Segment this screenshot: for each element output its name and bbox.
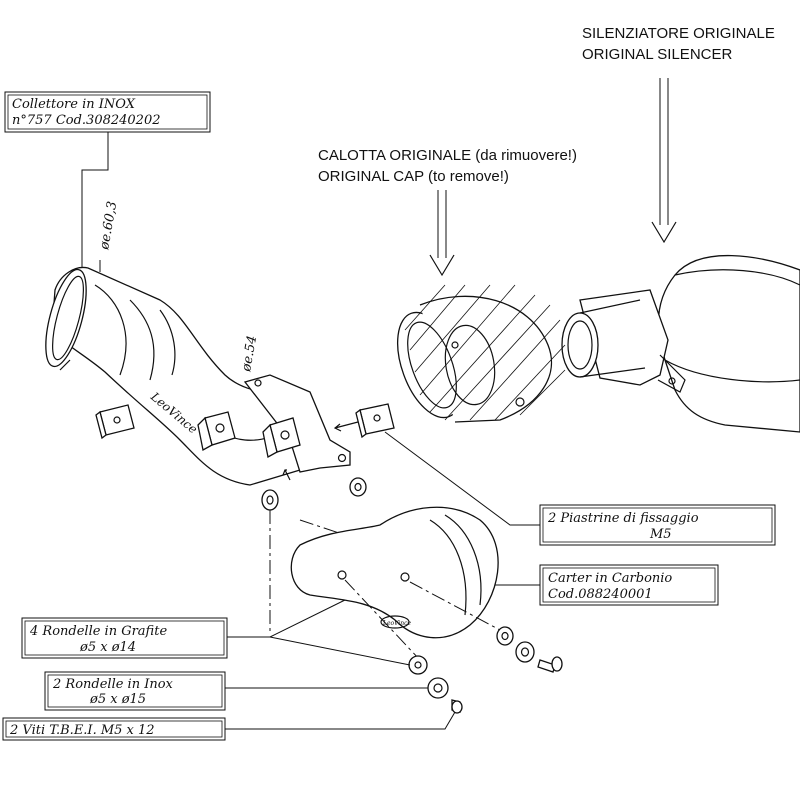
collector-leader (81, 132, 109, 268)
cap-hatching (404, 284, 566, 421)
washer-bottom-graphite (408, 655, 428, 675)
carter-brand-logo: LeoVince (382, 620, 412, 627)
carbon-carter: LeoVince (290, 506, 499, 639)
graphite-label-box: 4 Rondelle in Grafite ø5 x ø14 (21, 617, 228, 659)
silencer-label-en: ORIGINAL SILENCER (582, 46, 732, 63)
washer-carter-graphite-right (496, 626, 514, 646)
carter-label-line1: Carter in Carbonio (548, 571, 672, 586)
washer-pipe-left (261, 489, 279, 511)
cap-label-en: ORIGINAL CAP (to remove!) (318, 168, 509, 185)
carter-label-line2: Cod.088240001 (548, 587, 653, 602)
screws-leader (225, 711, 456, 730)
collector-label-box: Collettore in INOX n°757 Cod.308240202 (4, 91, 211, 133)
screws-label-box: 2 Viti T.B.E.I. M5 x 12 (2, 717, 226, 741)
plates-label-box: 2 Piastrine di fissaggio M5 (539, 504, 776, 546)
screw-bottom (451, 699, 463, 714)
screw-right (537, 656, 563, 673)
washer-carter-inox-right (515, 641, 535, 663)
plate-right (355, 403, 395, 439)
inox-label-line2: ø5 x ø15 (89, 692, 146, 707)
plate-left (95, 404, 135, 440)
diameter-54-label: øe.54 (239, 334, 260, 373)
washer-pipe-right (349, 477, 367, 497)
graphite-label-line2: ø5 x ø14 (79, 640, 136, 655)
graphite-leader (227, 599, 411, 666)
original-silencer (561, 254, 800, 433)
cap-label-it: CALOTTA ORIGINALE (da rimuovere!) (318, 147, 577, 164)
diameter-60-label: øe.60,3 (97, 200, 120, 251)
silencer-label-it: SILENZIATORE ORIGINALE (582, 25, 775, 42)
collector-label-line2: n°757 Cod.308240202 (12, 113, 160, 128)
screws-label: 2 Viti T.B.E.I. M5 x 12 (9, 723, 155, 738)
plates-leader (384, 431, 540, 526)
original-cap (397, 284, 566, 423)
cap-arrow (429, 190, 455, 277)
plates-label-line1: 2 Piastrine di fissaggio (547, 511, 699, 526)
plates-label-line2: M5 (649, 527, 672, 542)
carter-label-box: Carter in Carbonio Cod.088240001 (539, 564, 719, 606)
collector-label-line1: Collettore in INOX (12, 97, 136, 112)
inox-label-box: 2 Rondelle in Inox ø5 x ø15 (44, 671, 226, 711)
washer-bottom-inox (427, 677, 449, 699)
collector-pipe: LeoVince (45, 266, 351, 486)
graphite-label-line1: 4 Rondelle in Grafite (29, 624, 167, 639)
silencer-arrow (651, 78, 677, 244)
inox-label-line1: 2 Rondelle in Inox (52, 677, 174, 692)
